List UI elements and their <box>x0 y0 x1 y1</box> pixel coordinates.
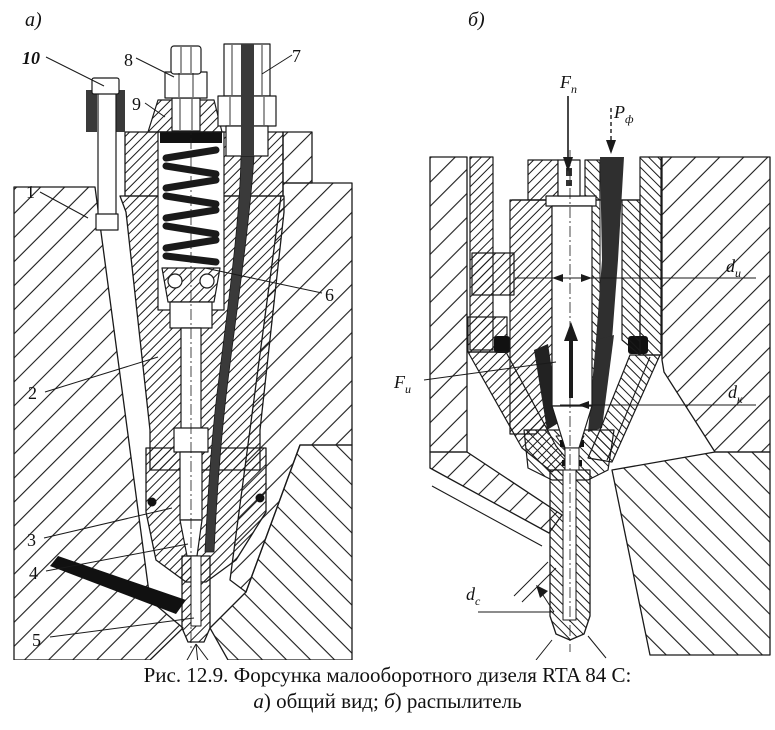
stem-slot-2 <box>566 180 572 186</box>
tip-channel <box>190 555 202 627</box>
locking-ball-left <box>167 273 183 289</box>
top-cap-left <box>527 159 559 201</box>
inlet-hex-flats <box>229 45 265 125</box>
spring-force-arrow <box>563 96 573 172</box>
needle-tip-stub <box>564 447 580 471</box>
technical-drawing: а) 10 8 9 7 1 2 6 3 4 5 <box>13 9 771 665</box>
part-label-1: 1 <box>26 182 35 202</box>
fuel-gallery-right <box>588 335 614 432</box>
spray-wedge <box>50 556 186 614</box>
spindle-plate <box>545 195 597 207</box>
part-label-10: 10 <box>22 48 40 68</box>
cover-boss <box>282 131 313 184</box>
bore-exit-lines <box>535 635 607 661</box>
leader-f-needle <box>423 361 557 381</box>
wall-right-outer <box>621 199 641 356</box>
seat-edge-left <box>431 485 543 547</box>
seal-ring-right <box>255 493 265 503</box>
bolt-head <box>91 77 120 95</box>
label-d-hole: dс <box>466 584 481 608</box>
top-cap-right <box>584 159 601 201</box>
shoulder-left <box>471 252 515 296</box>
panel-b-tag: б) <box>468 9 485 31</box>
panel-a-drawing: а) 10 8 9 7 1 2 6 3 4 5 <box>13 9 353 665</box>
inlet-bore-dark <box>241 44 254 156</box>
block-left-strip <box>429 156 468 453</box>
label-p-fuel: Pф <box>613 102 634 126</box>
part-label-3: 3 <box>27 530 36 550</box>
spray-lines <box>185 643 209 665</box>
adjusting-screw <box>170 45 202 75</box>
dim-needle-diameter <box>515 274 756 282</box>
tip-bore <box>562 469 577 621</box>
dim-hole-diameter <box>478 561 557 613</box>
needle-lift-arrow <box>564 322 578 398</box>
fuel-passage-b <box>596 157 624 340</box>
bolt-foot <box>95 213 119 231</box>
block-right-lower <box>611 451 771 656</box>
part-label-5: 5 <box>32 630 41 650</box>
seal-ring-left <box>147 497 157 507</box>
fuel-channel <box>204 43 255 553</box>
panel-b-drawing: б) Fп Pф dи Fи dк dс <box>393 9 771 661</box>
bolt-rod <box>97 91 117 217</box>
caption-line-1: Рис. 12.9. Форсунка малооборотного дизел… <box>143 663 632 687</box>
label-d-needle: dи <box>726 256 741 280</box>
panel-a-tag: а) <box>25 9 42 31</box>
locking-ball-right <box>199 273 215 289</box>
fuel-pressure-arrow <box>606 108 616 154</box>
label-d-cone: dк <box>728 382 743 406</box>
block-right-upper <box>661 156 771 453</box>
seal-left <box>494 336 510 353</box>
label-f-spring: Fп <box>559 72 577 96</box>
dim-cone-diameter <box>560 401 756 409</box>
sleeve-right <box>639 156 662 356</box>
stem-slot-1 <box>566 168 572 176</box>
spring-upper-seat <box>160 132 222 143</box>
leader-lines-a <box>39 54 323 638</box>
cap-nut-center <box>171 97 201 132</box>
part-label-6: 6 <box>325 285 334 305</box>
part-label-2: 2 <box>28 383 37 403</box>
hex-flats <box>178 47 194 130</box>
caption-line-2: а) общий вид; б) распылитель <box>253 689 522 714</box>
bolt-sleeve-left <box>86 90 97 132</box>
part-label-8: 8 <box>124 50 133 70</box>
part-label-4: 4 <box>29 563 38 583</box>
part-label-9: 9 <box>132 94 141 114</box>
figure-caption: Рис. 12.9. Форсунка малооборотного дизел… <box>0 662 775 715</box>
part-label-7: 7 <box>292 46 301 66</box>
label-f-needle: Fи <box>393 372 411 396</box>
